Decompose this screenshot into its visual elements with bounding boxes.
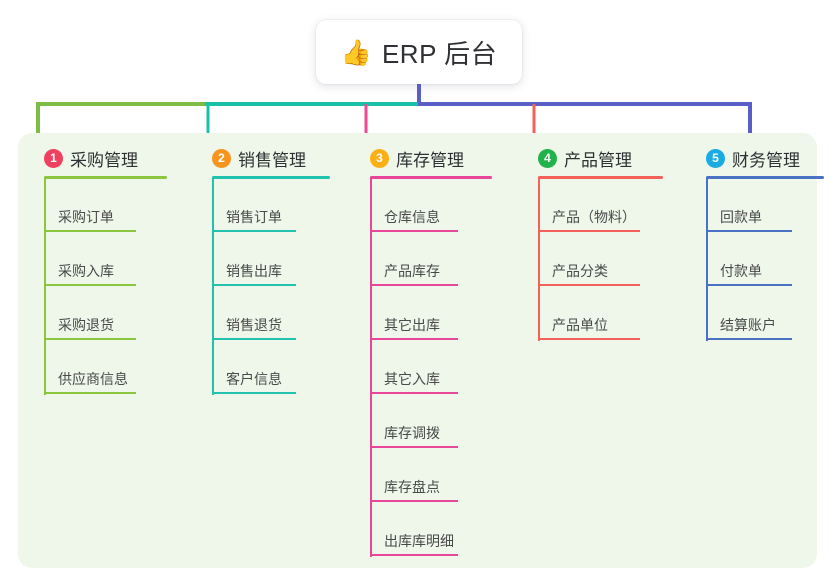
leaf-item-underline <box>44 392 136 394</box>
leaf-item-underline <box>212 338 296 340</box>
root-node-card[interactable]: 👍 ERP 后台 <box>316 20 522 84</box>
leaf-item-label: 供应商信息 <box>58 371 128 387</box>
leaf-item-underline <box>370 338 458 340</box>
column-采购管理: 1 采购管理采购订单采购入库采购退货供应商信息 <box>22 0 185 588</box>
leaf-item-label: 产品（物料） <box>552 209 636 225</box>
column-badge-3: 3 <box>370 148 389 168</box>
leaf-item-label: 销售订单 <box>226 209 282 225</box>
leaf-item-underline <box>44 284 136 286</box>
leaf-item-underline <box>370 230 458 232</box>
leaf-item-underline <box>538 230 640 232</box>
leaf-item-label: 库存盘点 <box>384 479 440 495</box>
leaf-item-underline <box>706 338 792 340</box>
column-spine <box>44 178 46 395</box>
leaf-item-underline <box>44 230 136 232</box>
leaf-item-underline <box>706 230 792 232</box>
leaf-item-underline <box>212 230 296 232</box>
column-title: 采购管理 <box>70 150 138 170</box>
column-title: 产品管理 <box>564 150 632 170</box>
leaf-item-label: 采购订单 <box>58 209 114 225</box>
leaf-item-label: 其它出库 <box>384 317 440 333</box>
leaf-item-underline <box>370 554 458 556</box>
leaf-item-underline <box>370 284 458 286</box>
column-header-采购管理[interactable]: 1 采购管理 <box>22 145 138 171</box>
leaf-item-label: 回款单 <box>720 209 762 225</box>
column-spine <box>370 178 372 557</box>
column-header-销售管理[interactable]: 2 销售管理 <box>190 145 306 171</box>
leaf-item-label: 产品库存 <box>384 263 440 279</box>
leaf-item-underline <box>706 284 792 286</box>
leaf-item-label: 产品单位 <box>552 317 608 333</box>
column-title: 销售管理 <box>238 150 306 170</box>
column-header-underline <box>44 176 167 179</box>
column-header-underline <box>370 176 492 179</box>
leaf-item-label: 仓库信息 <box>384 209 440 225</box>
column-badge-5: 5 <box>706 148 725 168</box>
leaf-item-label: 结算账户 <box>720 317 776 333</box>
leaf-item-underline <box>44 338 136 340</box>
column-badge-2: 2 <box>212 148 231 168</box>
leaf-item-underline <box>212 284 296 286</box>
leaf-item-label: 采购入库 <box>58 263 114 279</box>
column-spine <box>538 178 540 341</box>
leaf-item-label: 销售出库 <box>226 263 282 279</box>
column-库存管理: 3 库存管理仓库信息产品库存其它出库其它入库库存调拨库存盘点出库库明细 <box>348 0 510 588</box>
leaf-item-label: 产品分类 <box>552 263 608 279</box>
column-财务管理: 5 财务管理回款单付款单结算账户 <box>684 0 839 588</box>
leaf-item-underline <box>370 392 458 394</box>
mindmap-panel <box>18 133 817 568</box>
column-title: 财务管理 <box>732 150 800 170</box>
leaf-item-underline <box>370 500 458 502</box>
leaf-item-label: 采购退货 <box>58 317 114 333</box>
leaf-item-underline <box>538 338 640 340</box>
column-header-产品管理[interactable]: 4 产品管理 <box>516 145 632 171</box>
leaf-item-label: 付款单 <box>720 263 762 279</box>
column-spine <box>212 178 214 395</box>
column-产品管理: 4 产品管理产品（物料） 产品分类产品单位 <box>516 0 681 588</box>
column-header-库存管理[interactable]: 3 库存管理 <box>348 145 464 171</box>
leaf-item-label: 出库库明细 <box>384 533 454 549</box>
leaf-item-label: 销售退货 <box>226 317 282 333</box>
leaf-item-label: 库存调拨 <box>384 425 440 441</box>
leaf-item-underline <box>212 392 296 394</box>
column-badge-4: 4 <box>538 148 557 168</box>
root-node-title: ERP 后台 <box>381 38 498 69</box>
column-header-underline <box>538 176 663 179</box>
column-header-underline <box>706 176 824 179</box>
leaf-item-underline <box>538 284 640 286</box>
leaf-item-underline <box>370 446 458 448</box>
column-badge-1: 1 <box>44 148 63 168</box>
column-title: 库存管理 <box>396 150 464 170</box>
column-header-财务管理[interactable]: 5 财务管理 <box>684 145 800 171</box>
column-header-underline <box>212 176 330 179</box>
leaf-item-label: 其它入库 <box>384 371 440 387</box>
thumbs-up-icon: 👍 <box>340 38 372 67</box>
column-spine <box>706 178 708 341</box>
column-销售管理: 2 销售管理销售订单销售出库销售退货客户信息 <box>190 0 348 588</box>
leaf-item-label: 客户信息 <box>226 371 282 387</box>
